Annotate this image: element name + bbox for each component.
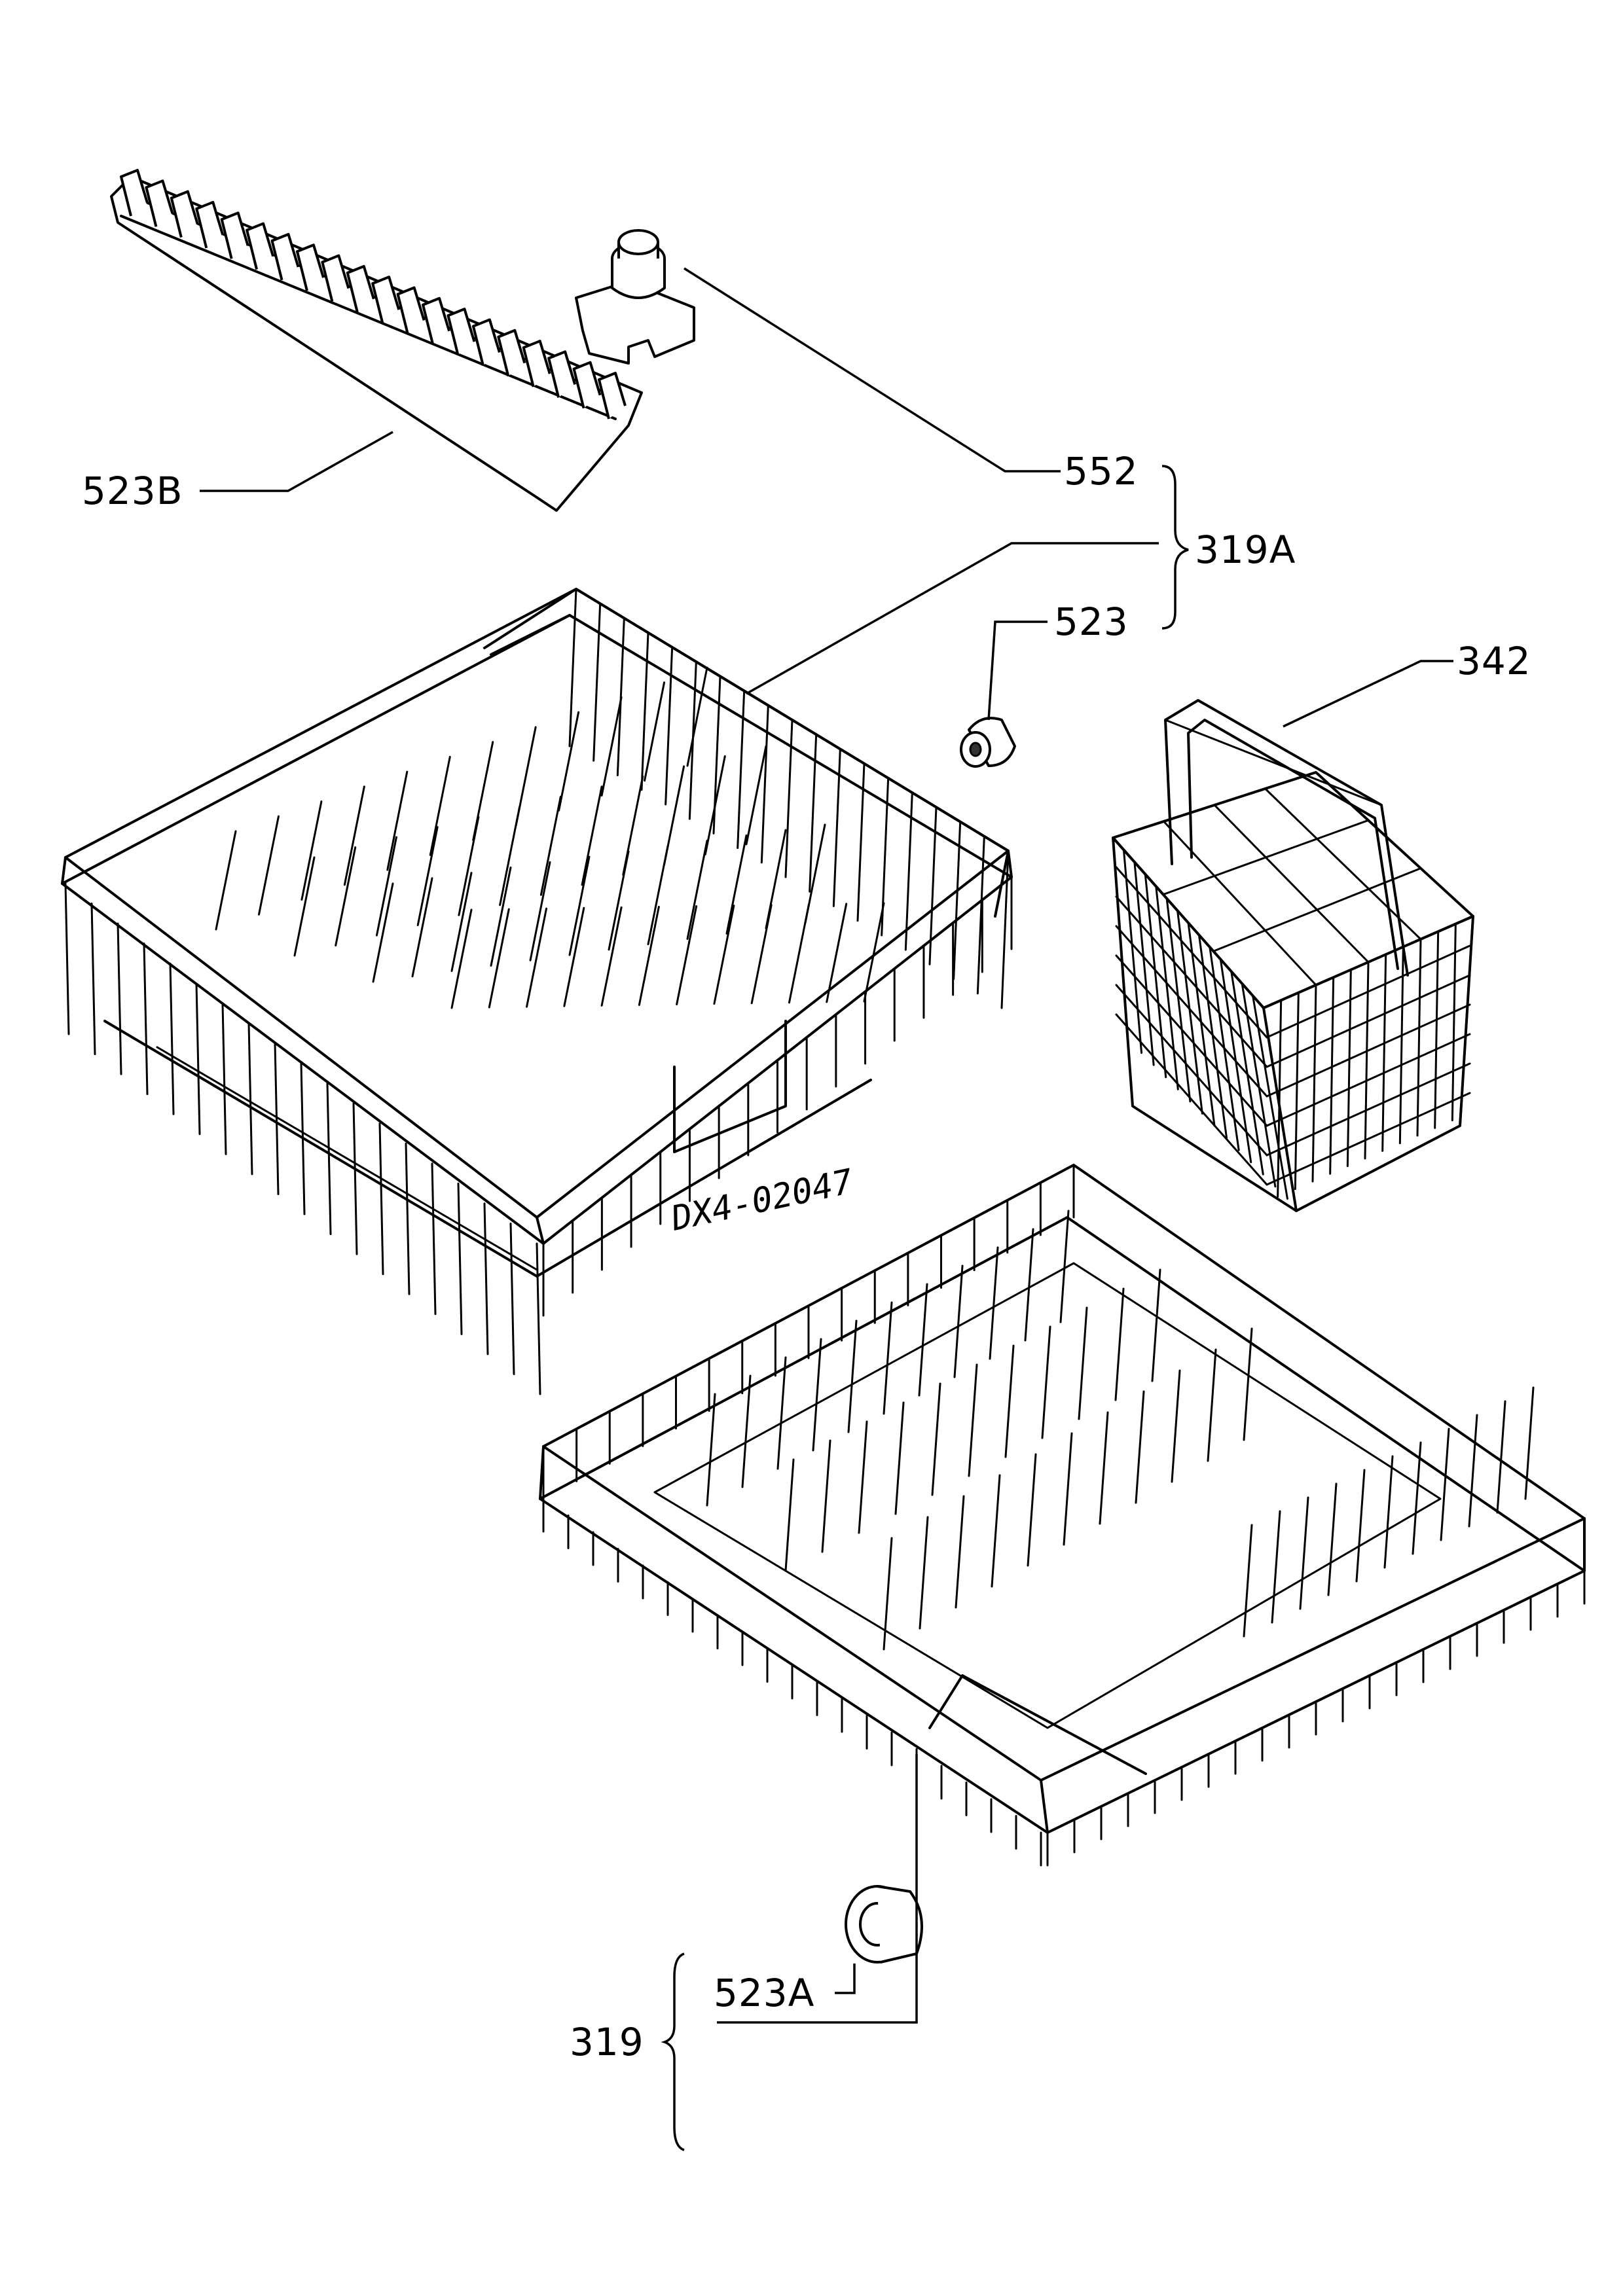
label-319a: 319A — [1195, 528, 1296, 572]
plate-rack-insert-523b — [110, 169, 643, 512]
drawing-code: DX4-02047 — [667, 1162, 856, 1238]
label-319: 319 — [570, 2020, 644, 2064]
label-523: 523 — [1054, 600, 1129, 644]
braces — [661, 465, 1189, 2151]
label-523a: 523A — [714, 1971, 814, 2015]
label-552: 552 — [1064, 449, 1139, 493]
lower-basket-319 — [539, 1164, 1586, 1867]
cutlery-basket-342 — [1112, 699, 1474, 1212]
leader-lines — [200, 267, 1453, 2024]
rack-wheel-523a — [845, 1885, 923, 1964]
upper-basket-319a — [61, 588, 1013, 1395]
label-342: 342 — [1457, 639, 1531, 683]
label-523b: 523B — [82, 469, 183, 513]
rack-wheel-523 — [960, 717, 1016, 768]
rack-wheel-bracket-552 — [575, 229, 695, 365]
